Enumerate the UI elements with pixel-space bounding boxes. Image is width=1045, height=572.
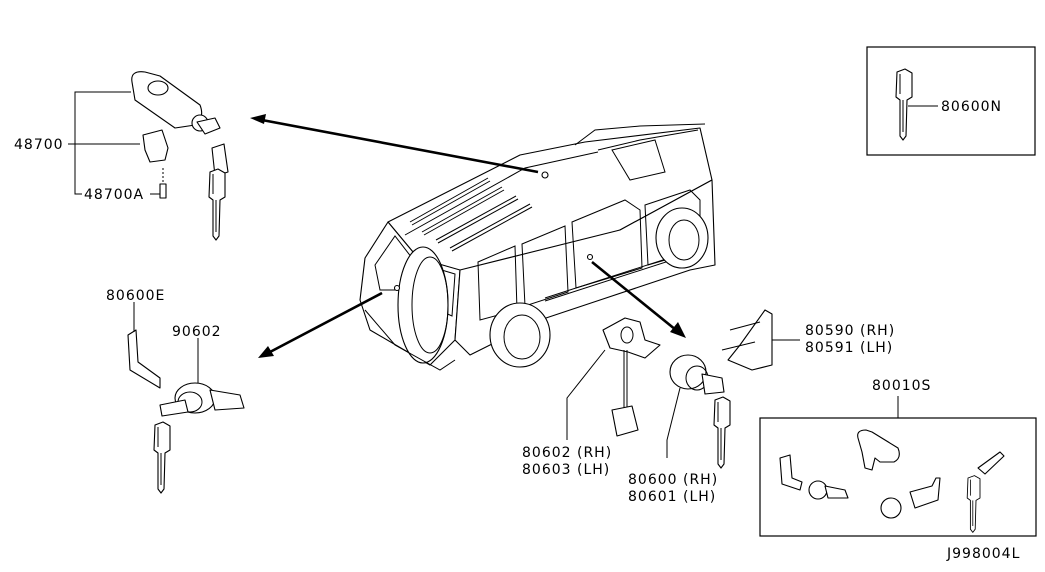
back-door-lock-marker [393, 284, 401, 292]
arrowhead-icon [250, 114, 266, 124]
label-80602: 80602 (RH) [522, 445, 612, 461]
front-door-lock-marker [586, 253, 594, 261]
label-80010s: 80010S [872, 378, 931, 394]
back-door-lock-group [127, 302, 245, 494]
arrowhead-icon [670, 322, 686, 338]
shear-bolt [159, 183, 167, 199]
label-80600n: 80600N [941, 99, 1002, 115]
retainer-clip [127, 329, 161, 389]
rod-connector [611, 405, 639, 437]
arrow-to-back-door-lock [269, 291, 383, 354]
leader-arrows [250, 114, 686, 358]
label-80601: 80601 (LH) [628, 489, 716, 505]
arrow-to-steering-lock [261, 118, 539, 174]
arrowhead-icon [258, 346, 274, 358]
callout-labels: 48700 48700A 80600E 90602 80600N 80590 (… [14, 99, 1020, 562]
door-lock-group [566, 309, 800, 469]
steering-lock-clamp [142, 129, 169, 163]
vehicle-illustration [359, 123, 716, 371]
key-blank-box [866, 46, 1036, 156]
key-blank [895, 68, 913, 141]
label-80600e: 80600E [106, 288, 165, 304]
label-90602: 90602 [172, 324, 222, 340]
arrow-to-door-lock [591, 260, 677, 332]
steering-lock-body [131, 71, 203, 129]
key-set-box [759, 417, 1037, 537]
label-80600: 80600 (RH) [628, 472, 718, 488]
label-48700: 48700 [14, 137, 64, 153]
label-80590: 80590 (RH) [805, 323, 895, 339]
label-80603: 80603 (LH) [522, 462, 610, 478]
ignition-location-marker [541, 171, 549, 179]
door-retainer [727, 309, 773, 371]
label-80591: 80591 (LH) [805, 340, 893, 356]
key-set-contents [779, 429, 1005, 533]
figure-id: J998004L [946, 546, 1020, 562]
steering-lock-group [68, 71, 229, 241]
label-48700a: 48700A [84, 187, 144, 203]
door-rod-bracket [602, 317, 661, 359]
